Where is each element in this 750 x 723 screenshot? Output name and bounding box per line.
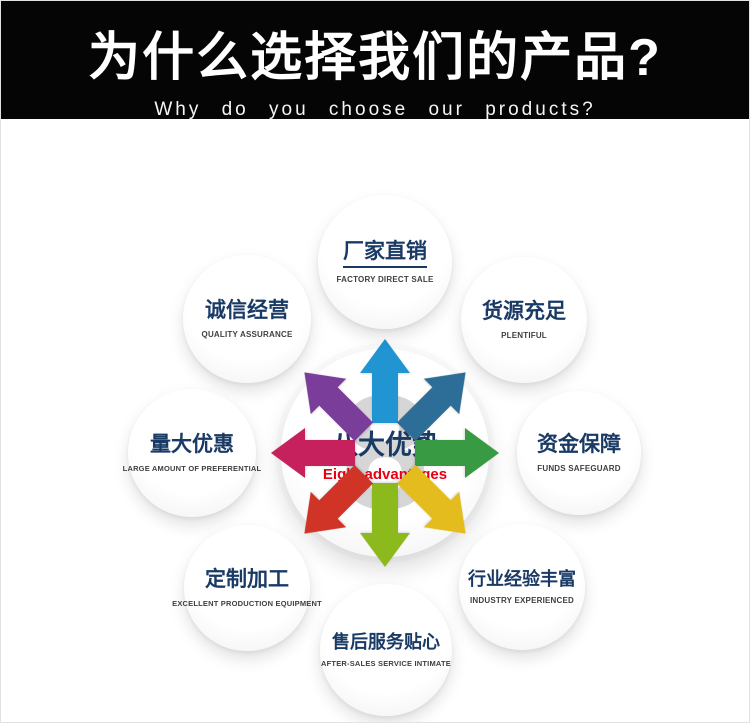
arrow-down-icon bbox=[359, 483, 411, 567]
arrow-up-left-icon bbox=[286, 354, 382, 450]
arrow-down-left-icon bbox=[286, 456, 382, 552]
circle-label: 厂家直销 bbox=[343, 240, 427, 269]
page-title: 为什么选择我们的产品? bbox=[88, 29, 662, 87]
circle-label: 售后服务贴心 bbox=[332, 631, 440, 652]
circle-factory-direct-sale: 厂家直销 FACTORY DIRECT SALE bbox=[318, 195, 452, 329]
circle-integrity-management: 诚信经营 QUALITY ASSURANCE bbox=[183, 255, 311, 383]
circle-label: 定制加工 bbox=[205, 567, 289, 591]
arrow-right-icon bbox=[415, 427, 499, 479]
circle-caption: PLENTIFUL bbox=[501, 331, 547, 341]
circle-label: 量大优惠 bbox=[150, 432, 234, 456]
circle-caption: INDUSTRY EXPERIENCED bbox=[469, 596, 575, 606]
circle-after-sales-service: 售后服务贴心 AFTER-SALES SERVICE INTIMATE bbox=[320, 584, 452, 716]
circle-caption: LARGE AMOUNT OF PREFERENTIAL bbox=[122, 464, 262, 474]
header-banner: 为什么选择我们的产品? Why do you choose our produc… bbox=[1, 1, 749, 120]
circle-label: 资金保障 bbox=[537, 432, 621, 456]
circle-caption: EXCELLENT PRODUCTION EQUIPMENT bbox=[172, 599, 322, 609]
circle-industry-experienced: 行业经验丰富 INDUSTRY EXPERIENCED bbox=[459, 524, 585, 650]
circle-caption: FACTORY DIRECT SALE bbox=[336, 275, 434, 285]
circle-funds-safeguard: 资金保障 FUNDS SAFEGUARD bbox=[517, 391, 641, 515]
arrow-up-right-icon bbox=[388, 354, 484, 450]
circle-caption: QUALITY ASSURANCE bbox=[201, 330, 293, 340]
circle-label: 货源充足 bbox=[482, 299, 566, 323]
circle-caption: AFTER-SALES SERVICE INTIMATE bbox=[321, 659, 451, 669]
circle-label: 诚信经营 bbox=[205, 298, 289, 322]
circle-custom-processing: 定制加工 EXCELLENT PRODUCTION EQUIPMENT bbox=[172, 525, 322, 651]
circle-plentiful-supply: 货源充足 PLENTIFUL bbox=[461, 257, 587, 383]
arrow-down-right-icon bbox=[388, 456, 484, 552]
arrow-up-icon bbox=[359, 339, 411, 423]
circle-label: 行业经验丰富 bbox=[468, 568, 576, 589]
circle-volume-discount: 量大优惠 LARGE AMOUNT OF PREFERENTIAL bbox=[123, 389, 261, 517]
page-subtitle: Why do you choose our products? bbox=[154, 99, 596, 120]
arrow-left-icon bbox=[271, 427, 355, 479]
circle-caption: FUNDS SAFEGUARD bbox=[537, 464, 621, 474]
